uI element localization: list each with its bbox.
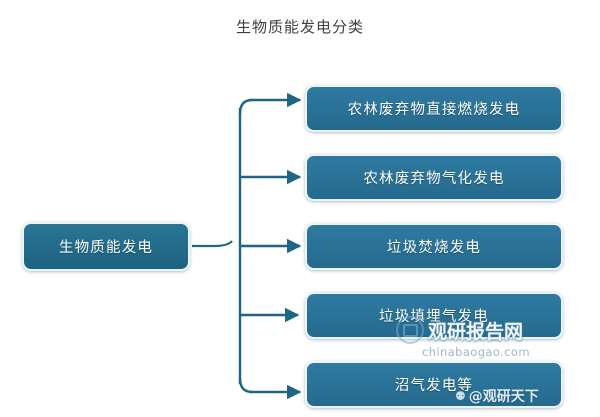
connector-root-stub <box>192 240 233 248</box>
root-node-biomass-power[interactable]: 生物质能发电 <box>22 222 190 271</box>
connector-trunk-top-corner <box>238 98 253 115</box>
leaf-node-waste-incineration[interactable]: 垃圾焚烧发电 <box>305 223 563 270</box>
leaf-node-landfill-gas[interactable]: 垃圾填埋气发电 <box>305 292 563 339</box>
leaf-node-biogas[interactable]: 沼气发电等 <box>305 361 563 408</box>
leaf-node-gasification[interactable]: 农林废弃物气化发电 <box>305 154 563 201</box>
connector-trunk-bottom-corner <box>238 377 253 394</box>
leaf-node-direct-combustion[interactable]: 农林废弃物直接燃烧发电 <box>305 85 563 132</box>
page-title: 生物质能发电分类 <box>235 18 364 36</box>
